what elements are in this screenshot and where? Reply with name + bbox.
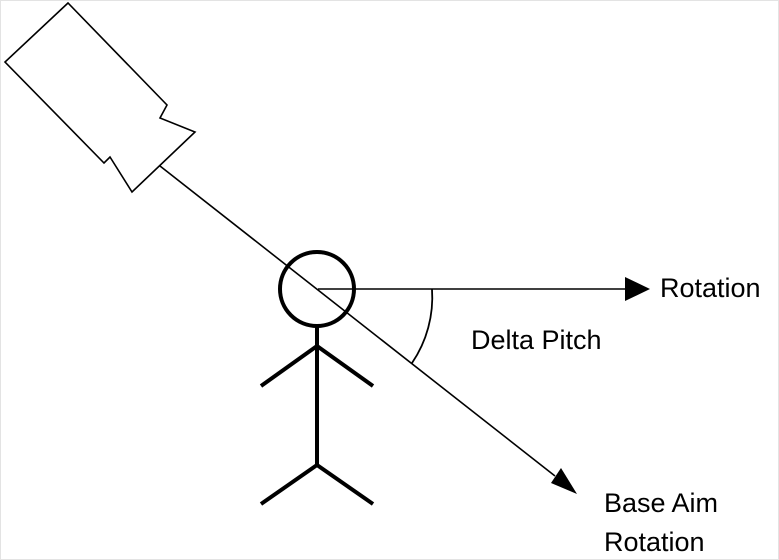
person-right-leg [315, 463, 375, 506]
base-aim-line [159, 165, 556, 477]
person-left-leg [259, 463, 319, 506]
person-right-arm [315, 344, 375, 388]
delta-pitch-arc [411, 288, 434, 364]
person-figure [259, 250, 375, 506]
base-aim-label-line2: Rotation [604, 527, 705, 557]
person-left-arm [259, 344, 319, 388]
delta-pitch-label: Delta Pitch [471, 325, 602, 355]
base-aim-label-line1: Base Aim [604, 488, 718, 518]
camera-icon [3, 1, 197, 194]
rotation-arrowhead [625, 277, 650, 301]
rotation-label: Rotation [660, 273, 761, 303]
base-aim-arrowhead [551, 468, 577, 494]
